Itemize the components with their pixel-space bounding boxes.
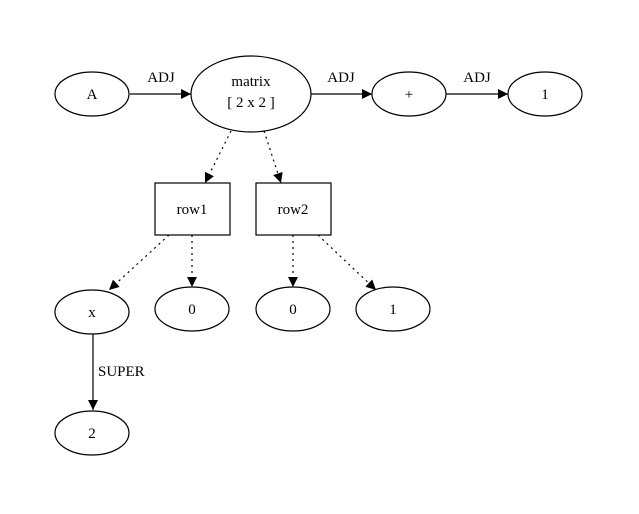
node-zero-right: 0 [255,286,331,332]
node-two-label: 2 [88,426,96,442]
edge-label-x-to-two: SUPER [98,364,145,380]
node-matrix-label: matrix [231,74,271,90]
edge-label-matrix-to-plus: ADJ [327,70,355,86]
node-matrix: matrix [ 2 x 2 ] [190,55,312,133]
node-a: A [54,71,130,117]
edge-matrix-to-row2 [263,130,283,184]
node-one-bottom: 1 [355,286,431,332]
node-x: x [54,289,130,335]
node-row1-label: row1 [177,202,208,218]
edge-label-a-to-matrix: ADJ [147,70,175,86]
node-row2-label: row2 [278,202,309,218]
node-matrix-size-label: [ 2 x 2 ] [227,95,275,111]
edge-label-plus-to-one: ADJ [463,70,491,86]
node-plus: + [371,71,447,117]
edges [88,89,508,410]
node-two: 2 [54,410,130,456]
node-zero-left-label: 0 [188,302,196,318]
node-one-bottom-label: 1 [389,302,397,318]
node-row1: row1 [154,182,231,236]
node-one-top: 1 [507,71,583,117]
edge-row2-to-one-bottom [317,234,377,291]
node-row2: row2 [255,182,332,236]
node-x-label: x [88,305,96,321]
node-zero-right-label: 0 [289,302,297,318]
edge-row1-to-x [108,234,170,291]
node-zero-left: 0 [154,286,230,332]
edge-matrix-to-row1 [204,130,232,184]
node-a-label: A [87,87,98,103]
edge-labels: ADJ ADJ ADJ SUPER [98,70,491,380]
node-one-top-label: 1 [541,87,549,103]
node-plus-label: + [405,87,413,103]
nodes: A matrix [ 2 x 2 ] + 1 row1 row2 [54,55,583,456]
